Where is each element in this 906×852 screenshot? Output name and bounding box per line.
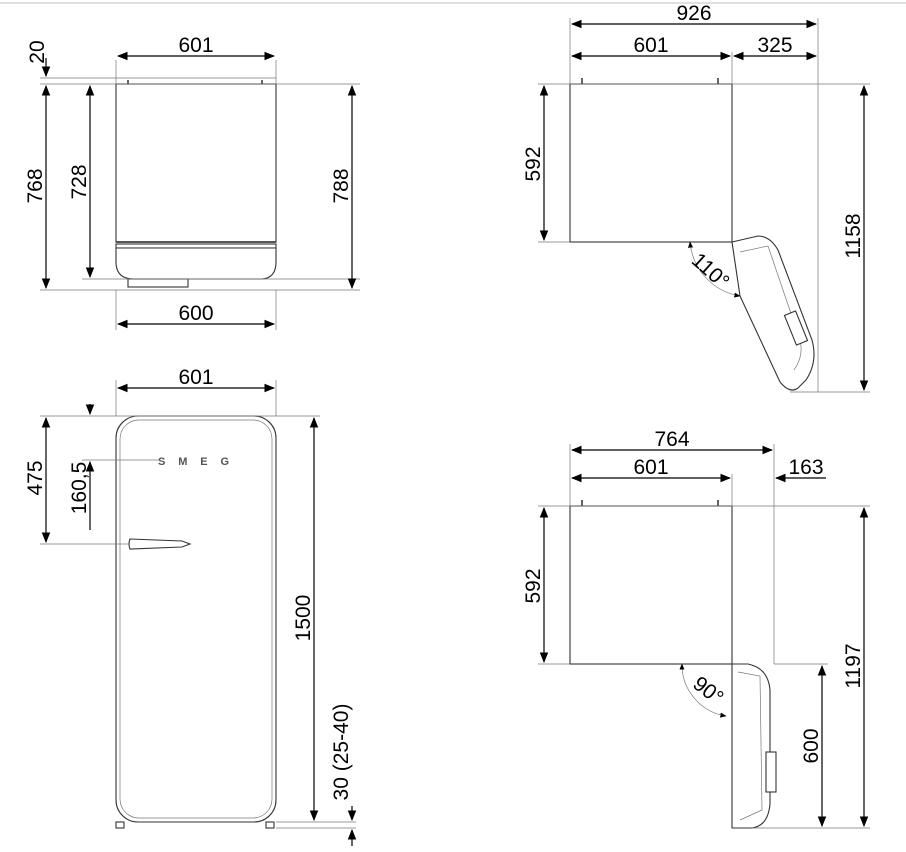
- top110-door-extra: 325: [757, 34, 792, 57]
- front-handle-top: 475: [24, 460, 47, 495]
- side-width-bottom: 600: [178, 302, 213, 325]
- top110-total-width: 926: [676, 2, 711, 25]
- side-width-top: 601: [178, 34, 213, 57]
- top90-depth: 592: [522, 568, 545, 603]
- top90-total-depth: 1197: [842, 643, 865, 688]
- top110-body: [569, 83, 733, 243]
- side-body: [115, 83, 277, 243]
- top90-body: [569, 505, 733, 665]
- front-logo-offset: 160,5: [68, 462, 91, 515]
- top-view-90: 764 601 163 592 90° 600 1197: [522, 428, 870, 829]
- front-view: SMEG 601 475 160,5 1500 30 (25-40): [24, 366, 357, 846]
- side-gap-top: 20: [26, 40, 49, 63]
- top90-door: [731, 663, 771, 829]
- top110-door: [731, 235, 815, 391]
- side-door-bottom: [115, 247, 277, 280]
- top110-angle: 110°: [687, 249, 734, 294]
- side-handle: [127, 278, 189, 288]
- top110-total-depth: 1158: [842, 213, 865, 258]
- top-view-110: 926 601 325 592 110° 1158: [522, 2, 870, 393]
- top90-total-width: 764: [654, 428, 689, 451]
- top90-angle: 90°: [688, 672, 727, 710]
- side-view: 601 20 768 728 788 600: [24, 34, 360, 330]
- front-feet: 30 (25-40): [330, 704, 353, 801]
- front-height-total: 1500: [292, 595, 315, 642]
- front-body: [115, 415, 277, 823]
- top110-body-width: 601: [633, 34, 668, 57]
- front-handle: [128, 538, 192, 550]
- side-height-left: 768: [24, 168, 47, 203]
- top90-body-width: 601: [633, 456, 668, 479]
- side-height-inner: 728: [68, 164, 91, 199]
- side-height-right: 788: [330, 168, 353, 203]
- front-width-top: 601: [178, 366, 213, 389]
- top90-door-extra: 163: [788, 456, 823, 479]
- top90-door-depth: 600: [800, 728, 823, 763]
- top110-depth: 592: [522, 146, 545, 181]
